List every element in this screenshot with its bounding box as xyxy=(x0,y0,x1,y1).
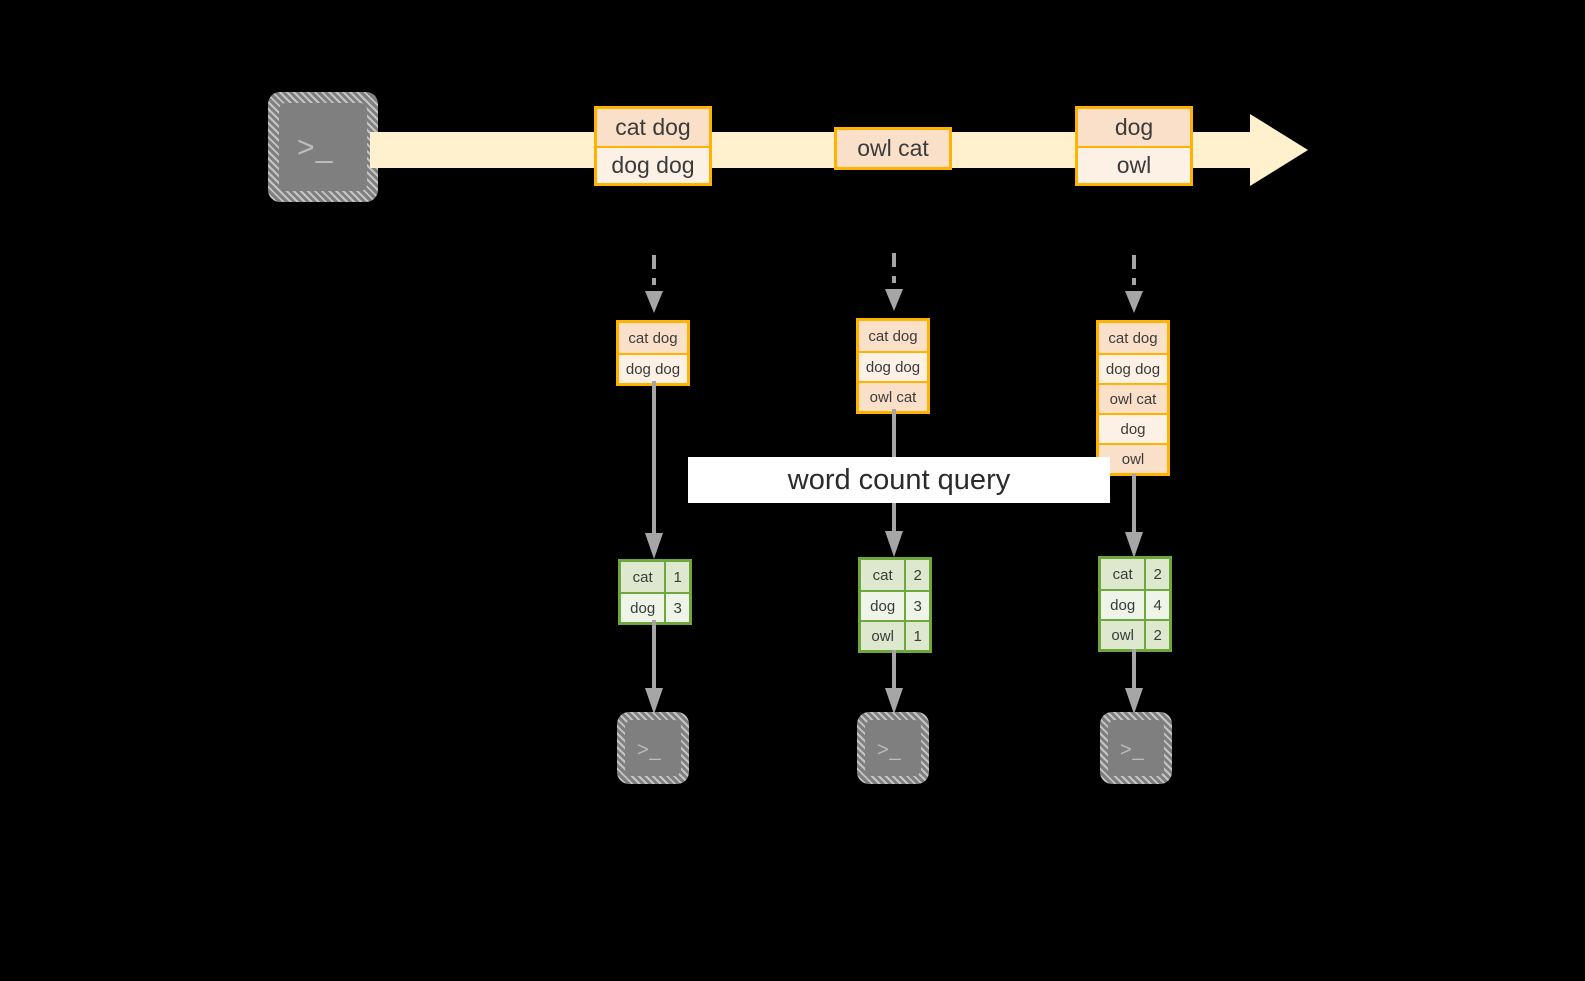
snapshot-2-consumer-terminal-icon: >_ xyxy=(857,712,929,784)
result-word: dog xyxy=(621,594,665,622)
query-label: word count query xyxy=(787,463,1011,496)
result-word: cat xyxy=(861,560,905,590)
snapshot-3-consumer-terminal-icon: >_ xyxy=(1100,712,1172,784)
stream-message-row: owl cat xyxy=(837,130,949,167)
result-word: cat xyxy=(621,562,665,592)
result-word: owl xyxy=(861,622,905,650)
buffer-row: owl cat xyxy=(1099,383,1167,413)
snapshot-2-output-arrow-icon xyxy=(883,650,905,716)
snapshot-3-inbound-dashed-arrow-icon xyxy=(1123,255,1145,317)
result-count: 2 xyxy=(1144,621,1169,649)
table-row: cat 1 xyxy=(621,562,689,592)
snapshot-3-result-table: cat 2 dog 4 owl 2 xyxy=(1098,556,1172,652)
snapshot-3-output-arrow-icon xyxy=(1123,649,1145,716)
buffer-row: cat dog xyxy=(859,321,927,351)
table-row: dog 3 xyxy=(621,592,689,622)
result-word: cat xyxy=(1101,559,1145,589)
result-word: dog xyxy=(1101,591,1145,619)
terminal-screen: >_ xyxy=(865,720,921,776)
stream-message-row: owl xyxy=(1078,146,1190,183)
buffer-row: cat dog xyxy=(619,323,687,353)
terminal-prompt-label: >_ xyxy=(1120,739,1145,761)
snapshot-1-output-arrow-icon xyxy=(643,620,665,716)
stream-message-row: dog xyxy=(1078,109,1190,146)
result-count: 3 xyxy=(904,592,929,620)
table-row: dog 3 xyxy=(861,590,929,620)
table-row: cat 2 xyxy=(1101,559,1169,589)
buffer-row: dog dog xyxy=(859,351,927,381)
buffer-row: owl cat xyxy=(859,381,927,411)
terminal-screen: >_ xyxy=(1108,720,1164,776)
snapshot-1-query-arrow-icon xyxy=(643,381,665,561)
terminal-prompt-label: >_ xyxy=(877,739,902,761)
terminal-screen: >_ xyxy=(625,720,681,776)
stream-message-row: dog dog xyxy=(597,146,709,183)
result-count: 3 xyxy=(664,594,689,622)
stream-message-1: cat dog dog dog xyxy=(594,106,712,186)
result-count: 1 xyxy=(664,562,689,592)
snapshot-2-inbound-dashed-arrow-icon xyxy=(883,253,905,315)
stream-message-3: dog owl xyxy=(1075,106,1193,186)
result-word: dog xyxy=(861,592,905,620)
snapshot-1-consumer-terminal-icon: >_ xyxy=(617,712,689,784)
snapshot-2-buffer: cat dog dog dog owl cat xyxy=(856,318,930,414)
result-word: owl xyxy=(1101,621,1145,649)
stream-message-row: cat dog xyxy=(597,109,709,146)
table-row: cat 2 xyxy=(861,560,929,590)
producer-terminal-icon: >_ xyxy=(268,92,378,202)
result-count: 1 xyxy=(904,622,929,650)
buffer-row: cat dog xyxy=(1099,323,1167,353)
snapshot-2-result-table: cat 2 dog 3 owl 1 xyxy=(858,557,932,653)
stream-message-2: owl cat xyxy=(834,127,952,170)
result-count: 2 xyxy=(1144,559,1169,589)
terminal-screen: >_ xyxy=(279,103,367,191)
buffer-row: owl xyxy=(1099,443,1167,473)
query-label-band: word count query xyxy=(688,457,1110,503)
snapshot-1-result-table: cat 1 dog 3 xyxy=(618,559,692,625)
buffer-row: dog dog xyxy=(1099,353,1167,383)
table-row: owl 2 xyxy=(1101,619,1169,649)
snapshot-1-inbound-dashed-arrow-icon xyxy=(643,255,665,317)
result-count: 2 xyxy=(904,560,929,590)
terminal-prompt-label: >_ xyxy=(637,739,662,761)
buffer-row: dog dog xyxy=(619,353,687,383)
snapshot-3-query-arrow-icon xyxy=(1123,474,1145,560)
terminal-prompt-label: >_ xyxy=(297,131,334,164)
snapshot-3-buffer: cat dog dog dog owl cat dog owl xyxy=(1096,320,1170,476)
buffer-row: dog xyxy=(1099,413,1167,443)
snapshot-1-buffer: cat dog dog dog xyxy=(616,320,690,386)
result-count: 4 xyxy=(1144,591,1169,619)
table-row: owl 1 xyxy=(861,620,929,650)
table-row: dog 4 xyxy=(1101,589,1169,619)
